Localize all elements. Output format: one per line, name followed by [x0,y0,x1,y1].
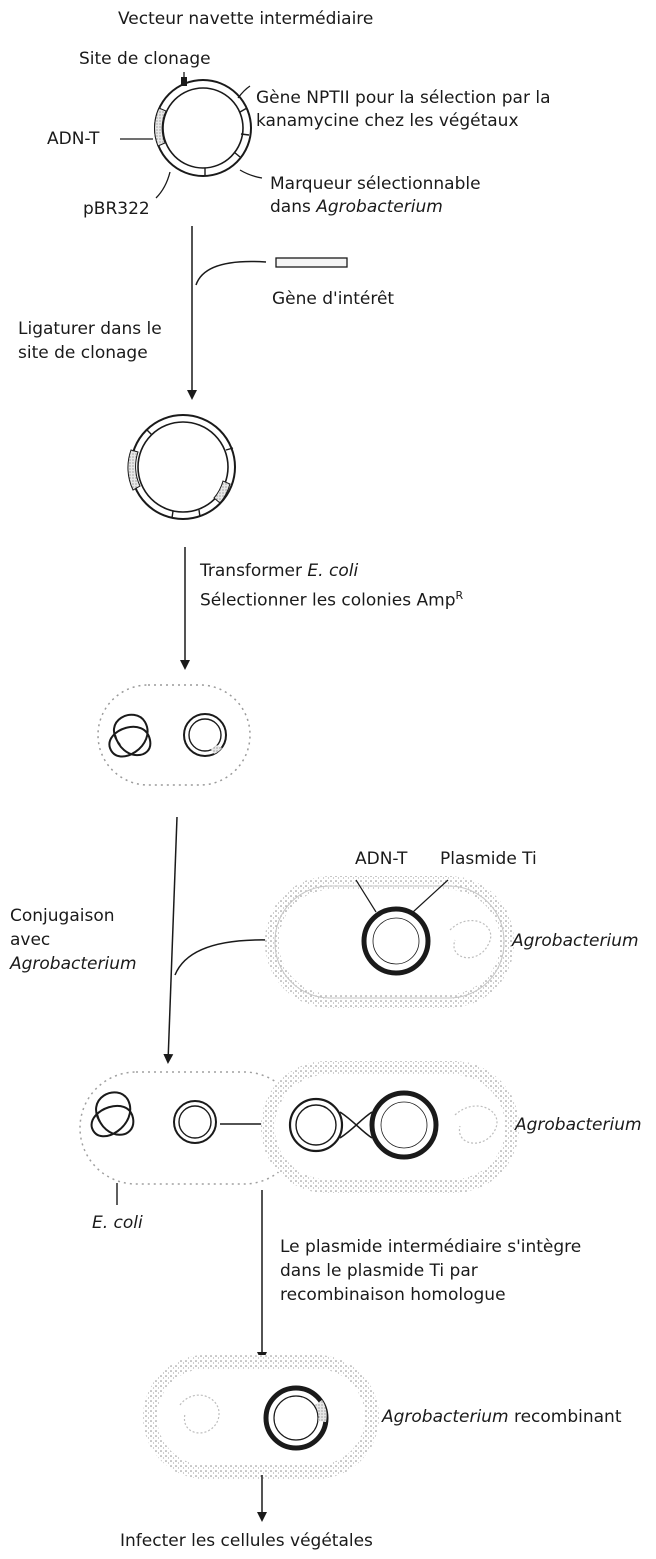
label-conjugate-line3: Agrobacterium [10,953,137,976]
label-pbr322: pBR322 [83,198,150,221]
shuttle-vector-plasmid [155,77,251,176]
label-ligate-line1: Ligaturer dans le [18,318,162,341]
label-transform-organism: E. coli [307,561,358,581]
agrobacterium-cell [272,883,507,1001]
label-agrobacterium-2-text: Agrobacterium [515,1115,642,1135]
label-conjugate-organism: Agrobacterium [10,954,137,974]
label-select-sup: R [455,589,463,602]
label-cloning-site: Site de clonage [79,48,211,71]
label-transform-line1: Transformer E. coli [200,560,358,583]
diagram-title: Vecteur navette intermédiaire [118,8,373,31]
label-select-text: Sélectionner les colonies Amp [200,591,455,611]
label-recombinant: Agrobacterium recombinant [382,1406,621,1429]
leader-lines-top [120,72,262,198]
conjugating-cells [80,1068,512,1186]
arrow-ligation [192,226,266,398]
gene-of-interest-bar [276,258,347,267]
label-marker-organism: Agrobacterium [316,197,443,217]
label-agrobacterium-1-text: Agrobacterium [512,931,639,951]
label-nptii-line1: Gène NPTII pour la sélection par la [256,87,551,110]
label-marker-line1: Marqueur sélectionnable [270,173,481,196]
label-marker-prefix: dans [270,197,316,217]
label-ecoli: E. coli [92,1212,143,1235]
label-conjugate-line2: avec [10,929,50,952]
label-nptii-line2: kanamycine chez les végétaux [256,110,519,133]
label-recombinant-suffix: recombinant [509,1407,622,1427]
label-conjugate-line1: Conjugaison [10,905,115,928]
label-integrate-line2: dans le plasmide Ti par [280,1260,478,1283]
label-integrate-line3: recombinaison homologue [280,1284,506,1307]
label-ecoli-text: E. coli [92,1213,143,1233]
label-recombinant-organism: Agrobacterium [382,1407,509,1427]
label-transform-line2: Sélectionner les colonies AmpR [200,584,463,613]
label-gene-of-interest: Gène d'intérêt [272,288,394,311]
label-agro-adn-t: ADN-T [355,848,407,871]
label-final-step: Infecter les cellules végétales [120,1530,373,1553]
label-agrobacterium-2: Agrobacterium [515,1114,642,1137]
label-ligate-line2: site de clonage [18,342,148,365]
recombinant-vector-plasmid [128,415,235,519]
label-ti-plasmid: Plasmide Ti [440,848,537,871]
recombinant-agrobacterium-cell [150,1362,372,1472]
label-adn-t: ADN-T [47,128,99,151]
label-integrate-line1: Le plasmide intermédiaire s'intègre [280,1236,581,1259]
label-agrobacterium-1: Agrobacterium [512,930,639,953]
label-transform-prefix: Transformer [200,561,307,581]
ecoli-cell [98,685,250,785]
arrow-conjugation [168,817,270,1062]
label-marker-line2: dans Agrobacterium [270,196,443,219]
